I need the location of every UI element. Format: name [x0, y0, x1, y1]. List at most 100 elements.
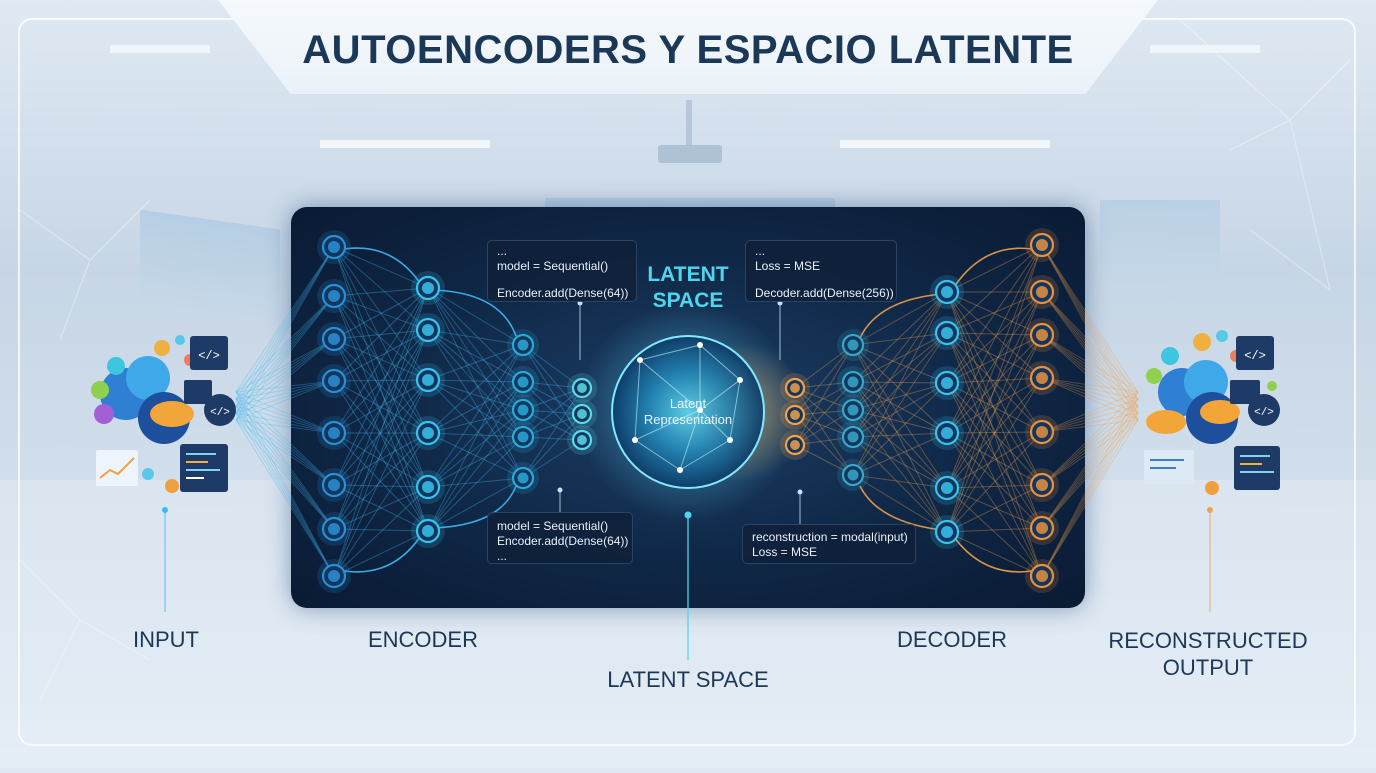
connection-line	[946, 484, 1043, 533]
connection-line	[427, 379, 524, 411]
connection-line	[946, 244, 1043, 384]
connection-line	[333, 287, 429, 530]
svg-text:</>: </>	[198, 349, 220, 363]
neuron-core	[1035, 478, 1049, 492]
sphere-mesh	[634, 409, 701, 441]
input-line	[235, 419, 335, 486]
connection-line	[946, 382, 1043, 577]
neuron-core	[940, 326, 954, 340]
connection-line	[333, 246, 429, 289]
connection-line	[333, 329, 429, 577]
output-line	[1041, 244, 1139, 393]
neuron-core	[847, 404, 859, 416]
latent-representation-label: Latent Representation	[643, 396, 733, 427]
input-line	[235, 380, 335, 421]
output-line	[1041, 405, 1139, 577]
neuron-core	[517, 376, 529, 388]
connection-line	[427, 329, 524, 383]
output-line	[1041, 419, 1139, 486]
connection-line	[946, 291, 1043, 577]
sphere-vertex	[637, 357, 643, 363]
neuron-core	[421, 323, 435, 337]
neuron-core	[517, 404, 529, 416]
output-line	[1041, 244, 1139, 407]
connection-line	[333, 295, 429, 532]
connection-line	[852, 332, 948, 476]
neuron-core	[421, 524, 435, 538]
input-line	[235, 405, 335, 530]
output-line	[1041, 419, 1139, 529]
input-line	[235, 338, 335, 407]
connection-line	[946, 244, 1043, 533]
connection-line	[333, 246, 429, 532]
input-line	[235, 391, 335, 486]
output-line	[1041, 405, 1139, 433]
connection-line	[333, 379, 429, 530]
input-line	[235, 380, 335, 407]
code-window-icon	[190, 336, 228, 370]
flow-arrow	[337, 247, 421, 284]
connection-line	[333, 484, 429, 532]
sphere-vertex	[697, 407, 703, 413]
connection-line	[427, 379, 524, 383]
flow-arrow	[859, 293, 943, 339]
connection-line	[946, 291, 1043, 433]
connection-line	[946, 382, 1043, 486]
svg-text:</>: </>	[210, 407, 230, 419]
neuron-core	[1035, 238, 1049, 252]
connection-line	[427, 344, 524, 434]
sphere-vertex	[632, 437, 638, 443]
connection-line	[427, 287, 524, 346]
chart-icon	[96, 450, 138, 486]
neuron-core	[327, 522, 341, 536]
sphere-vertex	[677, 467, 683, 473]
sphere-mesh	[699, 344, 741, 381]
input-line	[235, 398, 335, 577]
connection-line	[852, 344, 948, 489]
output-line	[1041, 405, 1139, 486]
input-line	[235, 398, 335, 530]
output-line	[1041, 391, 1139, 433]
connection-line	[852, 436, 948, 533]
connection-line	[852, 409, 948, 533]
neuron-core	[940, 285, 954, 299]
input-line	[235, 391, 335, 577]
connection-line	[794, 409, 854, 446]
connection-line	[852, 381, 948, 434]
connection-line	[427, 477, 524, 488]
connection-line	[427, 409, 524, 434]
sphere-mesh	[639, 344, 701, 361]
connection-line	[946, 334, 1043, 384]
connection-line	[946, 531, 1043, 577]
connection-line	[946, 291, 1043, 489]
input-line	[235, 419, 335, 530]
output-leader-dot	[1207, 507, 1213, 513]
neuron-core	[327, 478, 341, 492]
connection-line	[333, 295, 429, 331]
connection-line	[946, 431, 1043, 533]
neuron-core	[790, 440, 800, 450]
output-line	[1041, 398, 1139, 433]
connection-line	[946, 291, 1043, 529]
connection-line	[333, 287, 429, 434]
connection-line	[522, 344, 583, 441]
neuron-core	[327, 569, 341, 583]
output-line	[1041, 398, 1139, 577]
neuron-core	[327, 426, 341, 440]
connection-line	[946, 332, 1043, 577]
connection-line	[333, 379, 429, 577]
output-line	[1041, 334, 1139, 421]
connection-line	[427, 432, 524, 438]
connection-line	[946, 431, 1043, 434]
connection-line	[333, 287, 429, 297]
input-line	[235, 295, 335, 393]
connection-line	[333, 338, 429, 488]
connection-line	[946, 291, 1043, 336]
sphere-mesh	[729, 379, 741, 441]
flow-arrow	[431, 289, 517, 337]
connection-line	[333, 329, 429, 530]
svg-text:</>: </>	[1254, 407, 1274, 419]
connection-line	[852, 382, 948, 438]
input-line	[235, 412, 335, 486]
